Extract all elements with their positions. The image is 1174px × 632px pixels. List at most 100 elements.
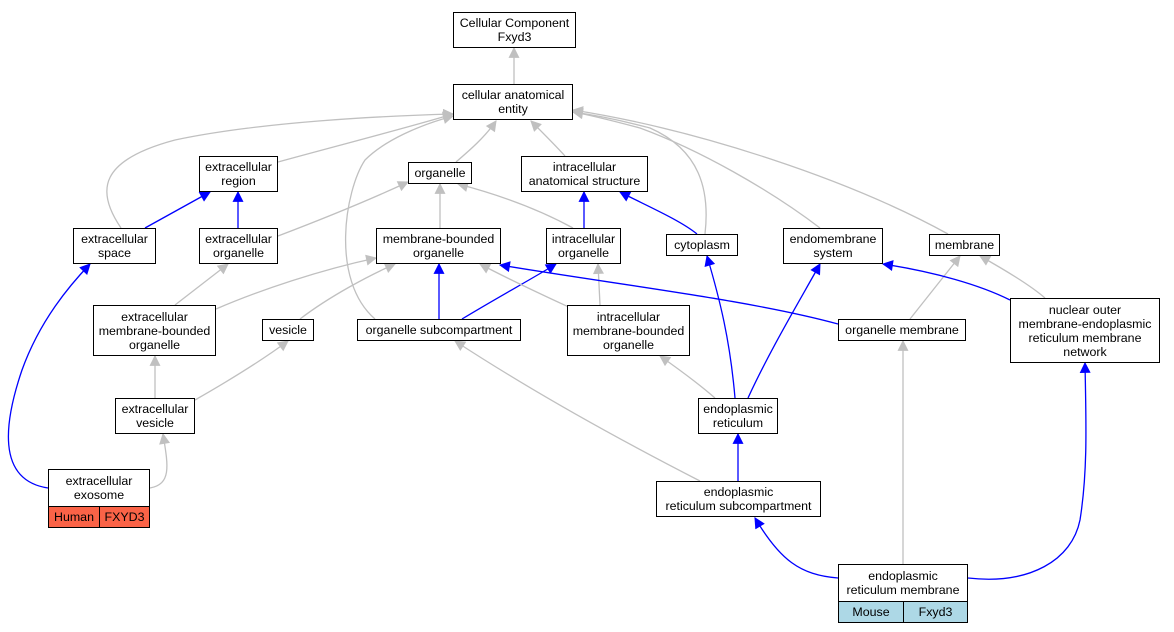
- edge-is-a-om-to-mem: [909, 255, 961, 320]
- node-label-line: intracellular: [596, 309, 661, 324]
- edge-is-a-exo-to-ev: [149, 432, 171, 489]
- node-organelle[interactable]: organelle: [408, 162, 472, 184]
- node-label-line: reticulum: [712, 416, 764, 430]
- node-membrane-bounded-organelle[interactable]: membrane-bounded organelle: [376, 228, 501, 264]
- species-tag-human: Human: [48, 506, 100, 528]
- node-label-line: membrane-bounded: [98, 323, 211, 338]
- node-extracellular-vesicle[interactable]: extracellular vesicle: [115, 398, 195, 434]
- node-label-line: vesicle: [269, 323, 307, 337]
- edge-part-of-exo-to-ecs: [7, 263, 91, 489]
- species-tag-mouse: Mouse: [838, 601, 904, 623]
- node-label-line: entity: [498, 102, 528, 116]
- edge-part-of-er-to-ems: [747, 263, 821, 399]
- node-label-line: membrane-bounded: [382, 232, 495, 246]
- node-nuclear-outer-membrane-er-membrane-network[interactable]: nuclear outer membrane-endoplasmic retic…: [1010, 298, 1160, 363]
- node-organelle-subcompartment[interactable]: organelle subcompartment: [357, 319, 521, 341]
- node-extracellular-exosome[interactable]: extracellular exosome: [48, 469, 150, 507]
- node-label-line: cellular anatomical: [461, 88, 565, 102]
- node-intracellular-membrane-bounded-organelle[interactable]: intracellular membrane-bounded organelle: [567, 305, 690, 356]
- node-label-line: region: [221, 174, 256, 188]
- edge-is-a-io-to-org: [456, 181, 574, 229]
- node-label-line: nuclear outer: [1048, 302, 1122, 317]
- node-label-line: endoplasmic: [703, 402, 773, 416]
- edge-is-a-emo-to-eco: [174, 263, 229, 306]
- edge-is-a-ersc-to-osc: [454, 340, 701, 482]
- node-label-line: membrane: [934, 238, 995, 252]
- node-vesicle[interactable]: vesicle: [262, 319, 314, 341]
- edge-is-a-ecr-to-cae: [277, 111, 455, 163]
- node-endomembrane-system[interactable]: endomembrane system: [783, 228, 883, 264]
- edge-is-a-imo-to-mbo: [479, 263, 574, 310]
- node-label-line: extracellular: [121, 309, 188, 324]
- edge-is-a-cyt-to-cae: [571, 107, 707, 235]
- node-label-line: cytoplasm: [674, 238, 730, 252]
- edge-is-a-emo-to-mbo: [215, 254, 378, 310]
- node-label-line: organelle: [414, 166, 466, 180]
- node-extracellular-space[interactable]: extracellular space: [73, 228, 156, 264]
- node-label-line: extracellular: [205, 232, 272, 246]
- node-label-line: system: [813, 246, 853, 260]
- node-label-line: extracellular: [65, 474, 133, 488]
- node-label-line: Cellular Component: [459, 16, 570, 30]
- node-extracellular-region[interactable]: extracellular region: [199, 156, 278, 192]
- edge-is-a-imo-to-io: [592, 262, 604, 306]
- node-label-line: organelle: [558, 246, 609, 260]
- node-cytoplasm[interactable]: cytoplasm: [666, 234, 738, 256]
- node-intracellular-anatomical-structure[interactable]: intracellular anatomical structure: [521, 156, 648, 192]
- node-intracellular-organelle[interactable]: intracellular organelle: [546, 228, 621, 264]
- node-label-line: organelle: [413, 246, 464, 260]
- node-label-line: anatomical structure: [528, 174, 641, 188]
- node-label-line: organelle: [213, 246, 264, 260]
- edge-part-of-osc-to-io: [461, 263, 557, 320]
- node-label-line: reticulum membrane: [846, 583, 960, 597]
- edge-is-a-ev-to-ves: [194, 340, 289, 401]
- node-label-line: endoplasmic: [868, 569, 938, 583]
- node-label-line: reticulum subcompartment: [665, 499, 812, 513]
- edge-is-a-ecs-to-cae: [106, 108, 455, 229]
- node-label-line: intracellular: [552, 160, 617, 174]
- node-label-line: endoplasmic: [703, 485, 774, 499]
- edge-is-a-er-to-imo: [659, 355, 716, 399]
- node-cellular-anatomical-entity[interactable]: cellular anatomical entity: [453, 84, 573, 120]
- edge-part-of-er-to-cyt: [704, 254, 736, 399]
- node-label-line: membrane-endoplasmic: [1018, 316, 1152, 331]
- node-label-line: organelle subcompartment: [365, 323, 513, 337]
- edge-is-a-ems-to-cae: [571, 108, 821, 229]
- edge-is-a-mem-to-cae: [571, 106, 949, 235]
- node-label-line: organelle: [129, 337, 180, 352]
- node-label-line: Fxyd3: [497, 30, 532, 44]
- edge-part-of-erm-to-ersc: [754, 517, 839, 579]
- node-cellular-component-fxyd3[interactable]: Cellular Component Fxyd3: [453, 12, 576, 48]
- node-endoplasmic-reticulum-subcompartment[interactable]: endoplasmic reticulum subcompartment: [656, 481, 821, 517]
- edge-is-a-ves-to-mbo: [299, 262, 397, 320]
- node-endoplasmic-reticulum[interactable]: endoplasmic reticulum: [698, 398, 778, 434]
- node-label-line: membrane-bounded: [572, 323, 685, 338]
- node-label-line: organelle membrane: [845, 323, 959, 337]
- node-endoplasmic-reticulum-membrane[interactable]: endoplasmic reticulum membrane: [838, 564, 968, 602]
- node-label-line: extracellular: [121, 402, 189, 416]
- gene-tag-human: FXYD3: [99, 506, 150, 528]
- edge-part-of-erm-to-nom: [967, 361, 1091, 580]
- node-organelle-membrane[interactable]: organelle membrane: [838, 319, 966, 341]
- edge-part-of-cyt-to-ias: [619, 191, 698, 235]
- node-label-line: extracellular: [81, 232, 148, 246]
- edge-part-of-om-to-mbo: [498, 261, 839, 325]
- node-label-line: space: [97, 246, 132, 260]
- node-label-line: extracellular: [205, 160, 272, 174]
- node-label-line: vesicle: [136, 416, 174, 430]
- edge-part-of-ecs-to-ecr: [144, 191, 211, 229]
- node-label-line: endomembrane: [789, 232, 877, 246]
- gene-tag-mouse: Fxyd3: [903, 601, 968, 623]
- node-membrane[interactable]: membrane: [929, 234, 1000, 256]
- node-extracellular-membrane-bounded-organelle[interactable]: extracellular membrane-bounded organelle: [93, 305, 216, 356]
- node-label-line: intracellular: [551, 232, 616, 246]
- node-label-line: network: [1063, 344, 1107, 359]
- edge-is-a-osc-to-cae: [344, 113, 455, 320]
- node-label-line: exosome: [73, 488, 125, 502]
- node-extracellular-organelle[interactable]: extracellular organelle: [199, 228, 278, 264]
- edge-part-of-nom-to-ems: [881, 260, 1011, 301]
- edge-is-a-org-to-cae: [455, 120, 497, 163]
- node-label-line: reticulum membrane: [1028, 330, 1142, 345]
- edge-is-a-eco-to-org: [277, 181, 409, 237]
